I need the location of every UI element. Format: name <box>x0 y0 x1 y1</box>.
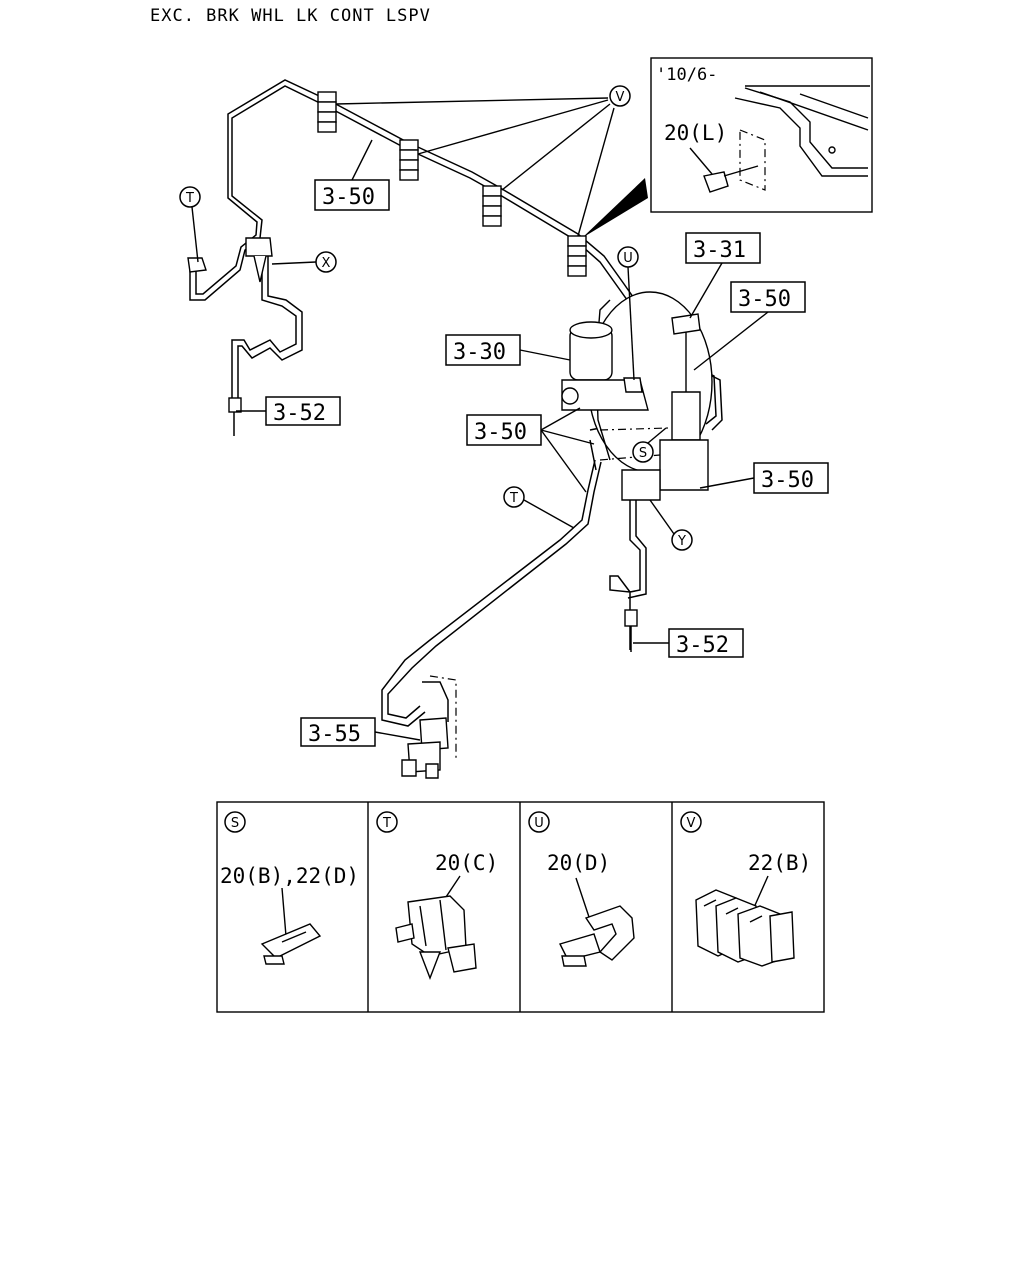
callout-t-mid <box>503 486 525 508</box>
svg-text:S: S <box>639 446 647 461</box>
panel-v-part: 22(B) <box>748 851 811 875</box>
panel-u: U 20(D) <box>528 811 635 967</box>
panel-u-part: 20(D) <box>547 851 610 875</box>
svg-text:3-31: 3-31 <box>693 238 746 263</box>
ref-box-3-52-left <box>265 396 341 426</box>
panel-s: S 20(B),22(D) <box>220 811 359 965</box>
ref-box-3-55 <box>300 717 376 747</box>
panel-v: V 22(B) <box>680 811 811 967</box>
svg-text:Y: Y <box>677 534 686 549</box>
svg-text:U: U <box>623 251 633 266</box>
svg-text:S: S <box>231 816 239 831</box>
panel-s-part: 20(B),22(D) <box>220 864 359 888</box>
clip-stack <box>482 185 502 227</box>
svg-text:V: V <box>616 90 625 105</box>
inset-frame <box>650 57 873 213</box>
master-cylinder-assembly <box>561 291 713 501</box>
clip-20l <box>703 171 729 193</box>
clip-stack <box>317 91 337 133</box>
svg-text:X: X <box>322 256 331 271</box>
inset-date-note: '10/6- <box>656 65 717 85</box>
junction-block <box>401 717 449 779</box>
clip-20b-22d <box>260 923 322 959</box>
svg-text:3-52: 3-52 <box>273 401 326 426</box>
svg-text:3-50: 3-50 <box>761 468 814 493</box>
callout-t-left <box>179 186 201 208</box>
ref-box-3-50-top <box>314 179 390 211</box>
svg-text:3-52: 3-52 <box>676 633 729 658</box>
callout-v <box>609 85 631 107</box>
lspv-valve <box>671 391 701 441</box>
svg-text:3-50: 3-50 <box>738 287 791 312</box>
svg-text:T: T <box>382 816 391 831</box>
svg-text:3-50: 3-50 <box>474 420 527 445</box>
svg-text:3-55: 3-55 <box>308 722 361 747</box>
panel-t: T 20(C) <box>376 811 498 980</box>
ref-box-3-31 <box>685 232 761 264</box>
svg-text:3-50: 3-50 <box>322 185 375 210</box>
callout-circles: V T X U S T Y <box>179 85 693 551</box>
clip-stack <box>399 139 419 181</box>
svg-text:V: V <box>687 816 696 831</box>
ref-box-3-50-lower <box>753 462 829 494</box>
diagram-title: EXC. BRK WHL LK CONT LSPV <box>150 6 431 26</box>
panel-t-part: 20(C) <box>435 851 498 875</box>
svg-text:3-30: 3-30 <box>453 340 506 365</box>
clip-20d <box>584 905 635 961</box>
detail-panels: S 20(B),22(D) T 20(C) U 20(D) <box>216 801 825 1013</box>
callout-y <box>671 529 693 551</box>
svg-text:T: T <box>509 491 518 506</box>
reference-labels: 3-50 3-31 3-50 3-30 3-52 3-50 3-50 3-52 … <box>236 139 829 747</box>
inset-part-label: 20(L) <box>664 121 727 145</box>
inset-detail: '10/6- 20(L) <box>582 57 873 238</box>
clip-stacks-v <box>317 91 615 277</box>
svg-text:T: T <box>185 191 194 206</box>
callout-s <box>632 441 654 463</box>
svg-text:U: U <box>534 816 544 831</box>
clip-stack <box>567 235 587 277</box>
